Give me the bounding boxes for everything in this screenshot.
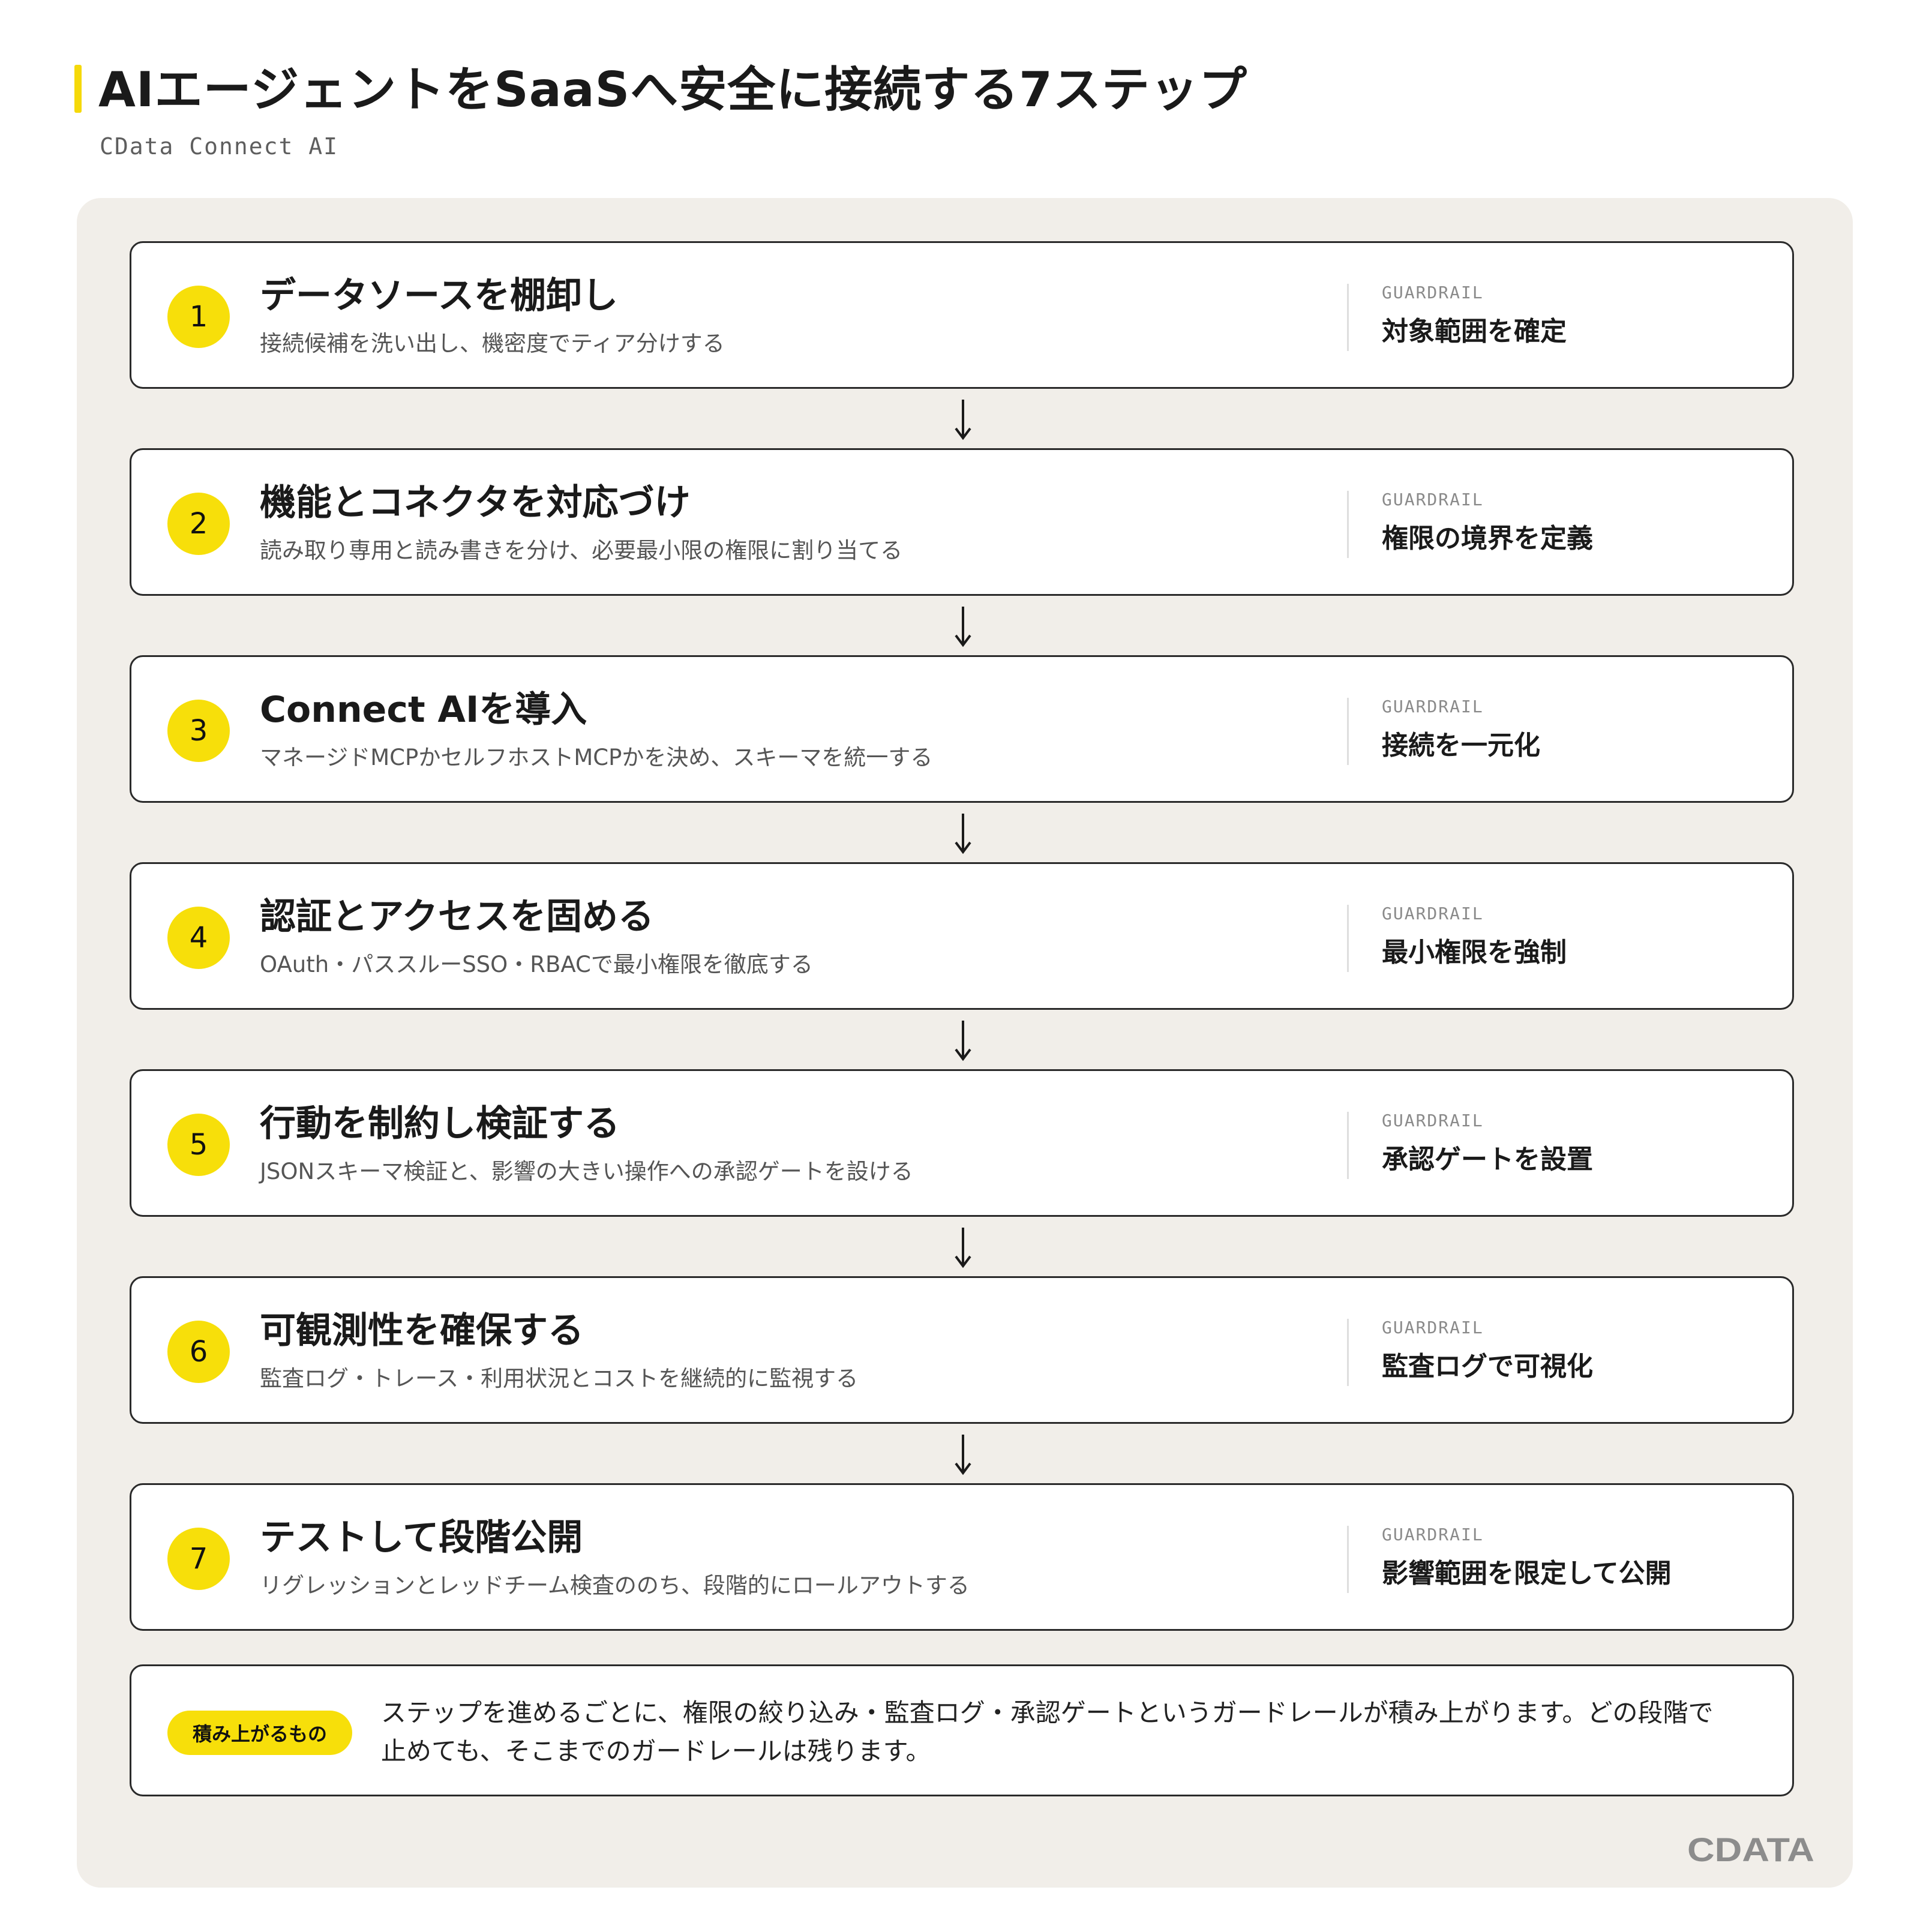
step-card-4: 4 認証とアクセスを固める OAuth・パススルーSSO・RBACで最小権限を徹…	[130, 862, 1794, 1010]
step-title: 行動を制約し検証する	[260, 1103, 620, 1145]
guardrail-value: 対象範囲を確定	[1382, 316, 1567, 347]
down-arrow-icon	[955, 607, 971, 647]
down-arrow-icon	[955, 1228, 971, 1268]
step-card-3: 3 Connect AIを導入 マネージドMCPかセルフホストMCPかを決め、ス…	[130, 655, 1794, 803]
step-description: JSONスキーマ検証と、影響の大きい操作への承認ゲートを設ける	[260, 1159, 913, 1184]
step-title: 機能とコネクタを対応づけ	[260, 482, 691, 524]
guardrail-divider	[1347, 1112, 1349, 1179]
guardrail-label: GUARDRAIL	[1382, 904, 1484, 923]
step-title: データソースを棚卸し	[260, 275, 618, 317]
guardrail-divider	[1347, 284, 1349, 351]
guardrail-label: GUARDRAIL	[1382, 1318, 1484, 1337]
step-number-badge: 3	[167, 700, 230, 762]
step-number-badge: 5	[167, 1114, 230, 1176]
guardrail-label: GUARDRAIL	[1382, 697, 1484, 716]
guardrail-label: GUARDRAIL	[1382, 490, 1484, 509]
step-number-badge: 6	[167, 1321, 230, 1383]
step-title: Connect AIを導入	[260, 689, 587, 731]
step-description: 読み取り専用と読み書きを分け、必要最小限の権限に割り当てる	[260, 538, 903, 563]
guardrail-value: 権限の境界を定義	[1382, 523, 1593, 554]
page-title: AIエージェントをSaaSへ安全に接続する7ステップ	[98, 62, 1247, 118]
step-description: OAuth・パススルーSSO・RBACで最小権限を徹底する	[260, 952, 813, 977]
logo-text: CDATA	[1687, 1832, 1814, 1866]
down-arrow-icon	[955, 1435, 971, 1475]
step-number-badge: 7	[167, 1528, 230, 1590]
summary-note: 積み上がるもの ステップを進めるごとに、権限の絞り込み・監査ログ・承認ゲートとい…	[130, 1664, 1794, 1796]
step-description: 監査ログ・トレース・利用状況とコストを継続的に監視する	[260, 1366, 859, 1391]
down-arrow-icon	[955, 1021, 971, 1061]
note-text: ステップを進めるごとに、権限の絞り込み・監査ログ・承認ゲートというガードレールが…	[381, 1698, 1714, 1766]
guardrail-divider	[1347, 905, 1349, 972]
step-card-6: 6 可観測性を確保する 監査ログ・トレース・利用状況とコストを継続的に監視する …	[130, 1276, 1794, 1424]
title-accent-bar	[74, 65, 82, 113]
guardrail-divider	[1347, 698, 1349, 765]
guardrail-value: 承認ゲートを設置	[1382, 1144, 1593, 1175]
down-arrow-icon	[955, 814, 971, 854]
step-title: 可観測性を確保する	[260, 1310, 584, 1352]
guardrail-value: 監査ログで可視化	[1382, 1351, 1593, 1382]
guardrail-label: GUARDRAIL	[1382, 1111, 1484, 1130]
step-description: 接続候補を洗い出し、機密度でティア分けする	[260, 331, 725, 356]
guardrail-divider	[1347, 1526, 1349, 1593]
guardrail-value: 影響範囲を限定して公開	[1382, 1558, 1672, 1589]
guardrail-value: 接続を一元化	[1382, 730, 1540, 761]
step-title: テストして段階公開	[260, 1517, 583, 1559]
step-title: 認証とアクセスを固める	[260, 896, 654, 938]
step-description: リグレッションとレッドチーム検査ののち、段階的にロールアウトする	[260, 1573, 970, 1598]
guardrail-divider	[1347, 1319, 1349, 1386]
step-number-badge: 1	[167, 286, 230, 348]
guardrail-divider	[1347, 491, 1349, 558]
step-card-5: 5 行動を制約し検証する JSONスキーマ検証と、影響の大きい操作への承認ゲート…	[130, 1069, 1794, 1217]
guardrail-label: GUARDRAIL	[1382, 1525, 1484, 1544]
step-card-1: 1 データソースを棚卸し 接続候補を洗い出し、機密度でティア分けする GUARD…	[130, 241, 1794, 389]
step-number-badge: 4	[167, 907, 230, 969]
note-badge: 積み上がるもの	[167, 1711, 352, 1755]
guardrail-value: 最小権限を強制	[1382, 937, 1567, 968]
step-card-2: 2 機能とコネクタを対応づけ 読み取り専用と読み書きを分け、必要最小限の権限に割…	[130, 448, 1794, 596]
step-description: マネージドMCPかセルフホストMCPかを決め、スキーマを統一する	[260, 745, 933, 770]
down-arrow-icon	[955, 400, 971, 440]
cdata-logo: CDATA	[1687, 1832, 1814, 1866]
page-subtitle: CData Connect AI	[100, 133, 339, 160]
step-number-badge: 2	[167, 493, 230, 555]
guardrail-label: GUARDRAIL	[1382, 283, 1484, 302]
step-card-7: 7 テストして段階公開 リグレッションとレッドチーム検査ののち、段階的にロールア…	[130, 1483, 1794, 1631]
